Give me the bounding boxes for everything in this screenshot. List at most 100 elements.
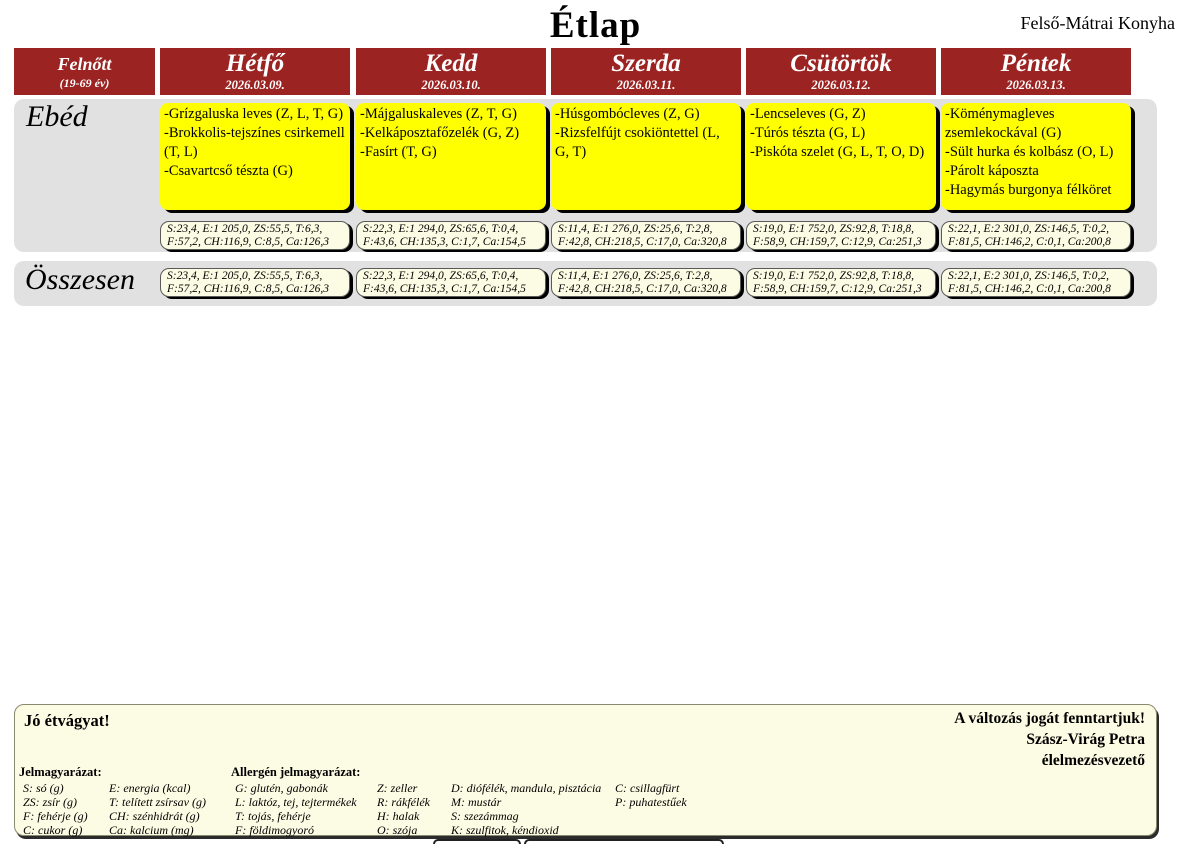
- total-pill-thursday: S:19,0, E:1 752,0, ZS:92,8, T:18,8, F:58…: [746, 268, 936, 297]
- nutrition-line: F:43,6, CH:135,3, C:1,7, Ca:154,5: [363, 236, 526, 248]
- menu-item: -Húsgombócleves (Z, G): [555, 106, 700, 122]
- header-day-monday: Hétfő 2026.03.09.: [160, 48, 350, 95]
- header-day-thursday: Csütörtök 2026.03.12.: [746, 48, 936, 95]
- legend-entry: O: szója: [377, 823, 418, 837]
- nutrition-line: F:58,9, CH:159,7, C:12,9, Ca:251,3: [753, 236, 922, 248]
- menu-item: -Túrós tészta (G, L): [750, 125, 866, 141]
- signature-name: Szász-Virág Petra: [1026, 731, 1145, 748]
- menu-item: -Májgaluskaleves (Z, T, G): [360, 106, 517, 122]
- nutrition-line: F:57,2, CH:116,9, C:8,5, Ca:126,3: [167, 283, 330, 295]
- bon-appetit-text: Jó étvágyat!: [24, 711, 110, 730]
- menu-item: -Piskóta szelet (G, L, T, O, D): [750, 144, 925, 160]
- total-pill-tuesday: S:22,3, E:1 294,0, ZS:65,6, T:0,4, F:43,…: [356, 268, 546, 297]
- legend-title: Jelmagyarázat:: [19, 765, 102, 779]
- allergen-legend-title: Allergén jelmagyarázat:: [231, 765, 361, 779]
- nutrition-line: S:23,4, E:1 205,0, ZS:55,5, T:6,3,: [167, 270, 323, 282]
- day-name: Csütörtök: [790, 50, 892, 77]
- legend-entry: L: laktóz, tej, tejtermékek: [235, 795, 357, 809]
- page-title: Étlap: [549, 5, 642, 46]
- legend-entry: T: tojás, fehérje: [235, 809, 311, 823]
- cutoff-box-edge: [524, 839, 724, 844]
- total-pill-friday: S:22,1, E:2 301,0, ZS:146,5, T:0,2, F:81…: [941, 268, 1131, 297]
- legend-column-allergen-4: C: csillagfürt P: puhatestűek: [615, 781, 687, 809]
- nutrition-line: S:19,0, E:1 752,0, ZS:92,8, T:18,8,: [753, 270, 914, 282]
- audience-label: Felnőtt: [57, 54, 112, 74]
- day-name: Szerda: [611, 50, 681, 77]
- header-day-wednesday: Szerda 2026.03.11.: [551, 48, 741, 95]
- legend-column-nutrition-2: E: energia (kcal) T: telített zsírsav (g…: [109, 781, 206, 837]
- day-name: Hétfő: [225, 50, 285, 77]
- menu-item: -Lencseleves (G, Z): [750, 106, 866, 122]
- legend-entry: H: halak: [377, 809, 420, 823]
- legend-column-allergen-1: G: glutén, gabonák L: laktóz, tej, tejte…: [235, 781, 357, 837]
- legend-entry: C: csillagfürt: [615, 781, 680, 795]
- nutrition-pill-friday: S:22,1, E:2 301,0, ZS:146,5, T:0,2, F:81…: [941, 221, 1131, 250]
- legend-entry: Ca: kalcium (mg): [109, 823, 194, 837]
- day-name: Kedd: [424, 50, 478, 77]
- legend-entry: F: földimogyoró: [235, 823, 314, 837]
- total-pill-wednesday: S:11,4, E:1 276,0, ZS:25,6, T:2,8, F:42,…: [551, 268, 741, 297]
- day-date: 2026.03.09.: [225, 78, 285, 92]
- nutrition-line: S:22,1, E:2 301,0, ZS:146,5, T:0,2,: [948, 223, 1109, 235]
- rights-reserved-text: A változás jogát fenntartjuk!: [954, 710, 1145, 727]
- nutrition-line: F:58,9, CH:159,7, C:12,9, Ca:251,3: [753, 283, 922, 295]
- day-date: 2026.03.12.: [811, 78, 871, 92]
- day-date: 2026.03.11.: [616, 78, 676, 92]
- nutrition-line: S:19,0, E:1 752,0, ZS:92,8, T:18,8,: [753, 223, 914, 235]
- menu-item: -Grízgaluska leves (Z, L, T, G): [164, 106, 344, 122]
- day-name: Péntek: [1000, 50, 1072, 77]
- nutrition-line: F:42,8, CH:218,5, C:17,0, Ca:320,8: [558, 283, 727, 295]
- menu-cell-wednesday: -Húsgombócleves (Z, G) -Rizsfelfújt csok…: [551, 103, 741, 210]
- nutrition-line: F:81,5, CH:146,2, C:0,1, Ca:200,8: [948, 283, 1111, 295]
- day-date: 2026.03.10.: [421, 78, 481, 92]
- kitchen-name: Felső-Mátrai Konyha: [1020, 13, 1175, 33]
- menu-item: -Hagymás burgonya félköret: [945, 182, 1112, 198]
- nutrition-pill-wednesday: S:11,4, E:1 276,0, ZS:25,6, T:2,8, F:42,…: [551, 221, 741, 250]
- nutrition-pill-tuesday: S:22,3, E:1 294,0, ZS:65,6, T:0,4, F:43,…: [356, 221, 546, 250]
- nutrition-line: F:57,2, CH:116,9, C:8,5, Ca:126,3: [167, 236, 330, 248]
- header-day-tuesday: Kedd 2026.03.10.: [356, 48, 546, 95]
- legend-entry: M: mustár: [451, 795, 502, 809]
- nutrition-line: F:42,8, CH:218,5, C:17,0, Ca:320,8: [558, 236, 727, 248]
- legend-entry: G: glutén, gabonák: [235, 781, 328, 795]
- day-date: 2026.03.13.: [1006, 78, 1066, 92]
- legend-entry: P: puhatestűek: [615, 795, 687, 809]
- legend-column-allergen-3: D: diófélék, mandula, pisztácia M: mustá…: [451, 781, 601, 837]
- legend-entry: F: fehérje (g): [23, 809, 88, 823]
- legend-entry: CH: szénhidrát (g): [109, 809, 200, 823]
- nutrition-pill-thursday: S:19,0, E:1 752,0, ZS:92,8, T:18,8, F:58…: [746, 221, 936, 250]
- total-pill-monday: S:23,4, E:1 205,0, ZS:55,5, T:6,3, F:57,…: [160, 268, 350, 297]
- legend-entry: T: telített zsírsav (g): [109, 795, 206, 809]
- menu-item: -Köménymagleves zsemlekockával (G): [945, 106, 1062, 141]
- legend-entry: Z: zeller: [377, 781, 418, 795]
- legend-entry: C: cukor (g): [23, 823, 83, 837]
- legend-entry: S: szezámmag: [451, 809, 519, 823]
- menu-item: -Rizsfelfújt csokiöntettel (L, G, T): [555, 125, 720, 160]
- nutrition-line: S:22,3, E:1 294,0, ZS:65,6, T:0,4,: [363, 223, 519, 235]
- nutrition-line: S:22,3, E:1 294,0, ZS:65,6, T:0,4,: [363, 270, 519, 282]
- header-day-friday: Péntek 2026.03.13.: [941, 48, 1131, 95]
- nutrition-line: F:43,6, CH:135,3, C:1,7, Ca:154,5: [363, 283, 526, 295]
- menu-cell-friday: -Köménymagleves zsemlekockával (G) -Sült…: [941, 103, 1131, 210]
- menu-item: -Sült hurka és kolbász (O, L): [945, 144, 1114, 160]
- legend-entry: ZS: zsír (g): [23, 795, 78, 809]
- menu-item: -Fasírt (T, G): [360, 144, 437, 160]
- legend-entry: D: diófélék, mandula, pisztácia: [451, 781, 602, 795]
- menu-item: -Brokkolis-tejszínes csirkemell (T, L): [164, 125, 345, 160]
- legend-entry: E: energia (kcal): [109, 781, 191, 795]
- menu-cell-monday: -Grízgaluska leves (Z, L, T, G) -Brokkol…: [160, 103, 350, 210]
- legend-entry: K: szulfitok, kéndioxid: [451, 823, 559, 837]
- menu-item: -Kelkáposztafőzelék (G, Z): [360, 125, 520, 141]
- nutrition-line: S:11,4, E:1 276,0, ZS:25,6, T:2,8,: [558, 270, 713, 282]
- menu-cell-thursday: -Lencseleves (G, Z) -Túrós tészta (G, L)…: [746, 103, 936, 210]
- menu-cell-tuesday: -Májgaluskaleves (Z, T, G) -Kelkáposztaf…: [356, 103, 546, 210]
- signature-block: A változás jogát fenntartjuk! Szász-Virá…: [954, 708, 1145, 771]
- menu-item: -Párolt káposzta: [945, 163, 1039, 179]
- header-audience: Felnőtt (19-69 év): [14, 48, 155, 95]
- legend-entry: S: só (g): [23, 781, 64, 795]
- legend-entry: R: rákfélék: [377, 795, 430, 809]
- nutrition-line: F:81,5, CH:146,2, C:0,1, Ca:200,8: [948, 236, 1111, 248]
- signature-role: élelmezésvezető: [1041, 752, 1145, 769]
- nutrition-pill-monday: S:23,4, E:1 205,0, ZS:55,5, T:6,3, F:57,…: [160, 221, 350, 250]
- audience-age-range: (19-69 év): [59, 76, 110, 90]
